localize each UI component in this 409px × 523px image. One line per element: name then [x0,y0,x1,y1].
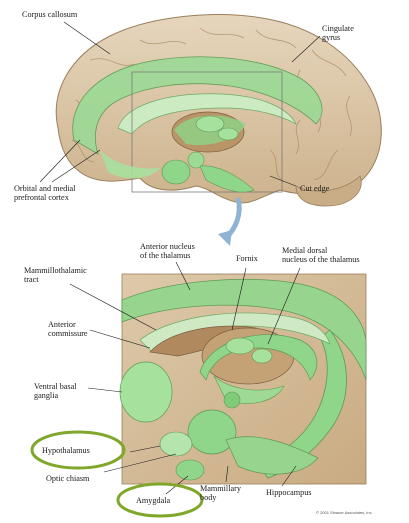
zoom-arrow [218,198,239,246]
copyright-notice: © 2001 Sinauer Associates, Inc. [316,510,373,515]
label-fornix: Fornix [236,254,258,263]
label-corpus-callosum: Corpus callosum [22,10,77,19]
label-amygdala: Amygdala [136,496,170,505]
medial-brain-view [40,15,381,206]
label-anterior-nucleus-thalamus: Anterior nucleus of the thalamus [140,242,195,260]
label-orbital-medial-prefrontal: Orbital and medial prefrontal cortex [14,184,75,202]
label-mammillary-body: Mammillary body [200,484,241,502]
label-hippocampus: Hippocampus [266,488,311,497]
label-cingulate-gyrus: Cingulate gyrus [322,24,354,42]
label-hypothalamus: Hypothalamus [42,446,90,455]
label-cut-edge: Cut edge [300,184,329,193]
label-anterior-commissure: Anterior commissure [48,320,88,338]
label-medial-dorsal-nucleus: Medial dorsal nucleus of the thalamus [282,246,360,264]
label-ventral-basal-ganglia: Ventral basal ganglia [34,382,77,400]
label-optic-chiasm: Optic chiasm [46,474,89,483]
label-mammillothalamic-tract: Mammillothalamic tract [24,266,87,284]
